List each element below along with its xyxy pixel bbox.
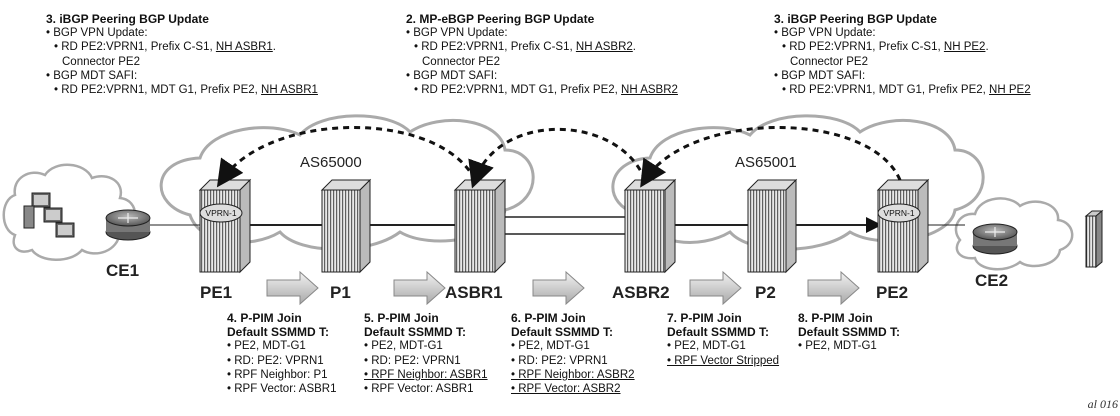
join-subtitle: Default SSMMD T: bbox=[227, 325, 329, 340]
join-subtitle: Default SSMMD T: bbox=[364, 325, 466, 340]
pim-join-arrow bbox=[532, 270, 585, 306]
join-subtitle: Default SSMMD T: bbox=[511, 325, 613, 340]
node-label-p2: P2 bbox=[755, 283, 776, 302]
join-subtitle: Default SSMMD T: bbox=[667, 325, 769, 340]
pim-join-arrow bbox=[807, 270, 860, 306]
pim-join-block-6: 6. P-PIM Join Default SSMMD T: • PE2, MD… bbox=[511, 311, 635, 396]
mdt-safi-line: • RD PE2:VPRN1, MDT G1, Prefix PE2, NH P… bbox=[782, 84, 1031, 97]
join-line: • RPF Neighbor: ASBR1 bbox=[364, 368, 488, 381]
vprn-instance-pe2: VPRN-1 bbox=[877, 203, 921, 223]
join-subtitle: Default SSMMD T: bbox=[798, 325, 900, 340]
update-block-left: 3. iBGP Peering BGP Update • BGP VPN Upd… bbox=[46, 12, 318, 97]
update-block-right: 3. iBGP Peering BGP Update • BGP VPN Upd… bbox=[774, 12, 1031, 97]
join-line: • PE2, MDT-G1 bbox=[364, 340, 443, 353]
update-block-center: 2. MP-eBGP Peering BGP Update • BGP VPN … bbox=[406, 12, 678, 97]
pim-join-block-7: 7. P-PIM Join Default SSMMD T: • PE2, MD… bbox=[667, 311, 779, 368]
node-label-asbr2: ASBR2 bbox=[612, 283, 670, 302]
update-title: 2. MP-eBGP Peering BGP Update bbox=[406, 12, 595, 26]
router-asbr2 bbox=[623, 178, 677, 274]
join-line: • RD: PE2: VPRN1 bbox=[227, 354, 324, 367]
ce2-router-icon bbox=[972, 223, 1018, 255]
node-label-p1: P1 bbox=[330, 283, 351, 302]
pim-join-arrow bbox=[266, 270, 319, 306]
vpn-update-heading: • BGP VPN Update: bbox=[774, 27, 876, 40]
mdt-safi-heading: • BGP MDT SAFI: bbox=[774, 69, 866, 82]
join-line: • RPF Vector: ASBR2 bbox=[511, 383, 621, 396]
svg-text:VPRN-1: VPRN-1 bbox=[205, 208, 236, 218]
customer-cloud-left bbox=[2, 163, 137, 261]
router-asbr1 bbox=[453, 178, 507, 274]
router-pe2 bbox=[876, 178, 930, 274]
pim-join-block-4: 4. P-PIM Join Default SSMMD T: • PE2, MD… bbox=[227, 311, 337, 396]
bgp-update-arrow-pe2-to-asbr2 bbox=[640, 126, 902, 188]
router-pe1 bbox=[198, 178, 252, 274]
node-label-pe2: PE2 bbox=[876, 283, 908, 302]
vpn-update-heading: • BGP VPN Update: bbox=[406, 27, 508, 40]
join-line: • PE2, MDT-G1 bbox=[667, 340, 746, 353]
join-line: • PE2, MDT-G1 bbox=[798, 340, 877, 353]
update-title: 3. iBGP Peering BGP Update bbox=[46, 12, 209, 26]
join-line: • RPF Neighbor: ASBR2 bbox=[511, 368, 635, 381]
join-line: • PE2, MDT-G1 bbox=[227, 340, 306, 353]
as-label-65001: AS65001 bbox=[735, 154, 797, 171]
join-line: • RD: PE2: VPRN1 bbox=[511, 354, 608, 367]
pim-join-arrow bbox=[393, 270, 446, 306]
node-label-pe1: PE1 bbox=[200, 283, 232, 302]
connector-line: Connector PE2 bbox=[422, 55, 500, 68]
as-label-65000: AS65000 bbox=[300, 154, 362, 171]
mdt-safi-heading: • BGP MDT SAFI: bbox=[46, 69, 138, 82]
join-title: 5. P-PIM Join bbox=[364, 311, 439, 325]
connector-line: Connector PE2 bbox=[790, 55, 868, 68]
mdt-safi-heading: • BGP MDT SAFI: bbox=[406, 69, 498, 82]
join-title: 7. P-PIM Join bbox=[667, 311, 742, 325]
join-title: 8. P-PIM Join bbox=[798, 311, 873, 325]
node-label-ce1: CE1 bbox=[106, 261, 139, 280]
update-title: 3. iBGP Peering BGP Update bbox=[774, 12, 937, 26]
connector-line: Connector PE2 bbox=[62, 55, 140, 68]
mdt-safi-line: • RD PE2:VPRN1, MDT G1, Prefix PE2, NH A… bbox=[414, 84, 678, 97]
bgp-update-arrow-asbr2-to-asbr1 bbox=[468, 127, 647, 189]
pim-join-arrow bbox=[689, 270, 742, 306]
join-line: • PE2, MDT-G1 bbox=[511, 340, 590, 353]
join-line: • RD: PE2: VPRN1 bbox=[364, 354, 461, 367]
figure-id: al 016 bbox=[1087, 397, 1118, 411]
node-label-ce2: CE2 bbox=[975, 271, 1008, 290]
vpn-update-heading: • BGP VPN Update: bbox=[46, 27, 148, 40]
pim-join-block-8: 8. P-PIM Join Default SSMMD T: • PE2, MD… bbox=[798, 311, 900, 354]
vpn-update-line: • RD PE2:VPRN1, Prefix C-S1, NH ASBR1. bbox=[54, 41, 276, 54]
join-line: • RPF Neighbor: P1 bbox=[227, 368, 328, 381]
vprn-instance-pe1: VPRN-1 bbox=[199, 203, 243, 223]
router-p2 bbox=[746, 178, 798, 274]
join-line: • RPF Vector: ASBR1 bbox=[227, 383, 337, 396]
mdt-safi-line: • RD PE2:VPRN1, MDT G1, Prefix PE2, NH A… bbox=[54, 84, 318, 97]
node-label-asbr1: ASBR1 bbox=[445, 283, 503, 302]
join-line: • RPF Vector Stripped bbox=[667, 354, 780, 367]
server-icon bbox=[1084, 209, 1104, 269]
svg-text:VPRN-1: VPRN-1 bbox=[883, 208, 914, 218]
vpn-update-line: • RD PE2:VPRN1, Prefix C-S1, NH ASBR2. bbox=[414, 41, 636, 54]
as65000-cloud bbox=[159, 114, 535, 251]
join-title: 4. P-PIM Join bbox=[227, 311, 302, 325]
pim-join-block-5: 5. P-PIM Join Default SSMMD T: • PE2, MD… bbox=[364, 311, 488, 396]
vpn-update-line: • RD PE2:VPRN1, Prefix C-S1, NH PE2. bbox=[782, 41, 989, 54]
router-p1 bbox=[320, 178, 372, 274]
customer-cloud-right bbox=[954, 197, 1074, 271]
join-line: • RPF Vector: ASBR1 bbox=[364, 383, 474, 396]
customer-pcs-icon bbox=[23, 192, 75, 238]
join-title: 6. P-PIM Join bbox=[511, 311, 586, 325]
ce1-router-icon bbox=[105, 209, 151, 241]
